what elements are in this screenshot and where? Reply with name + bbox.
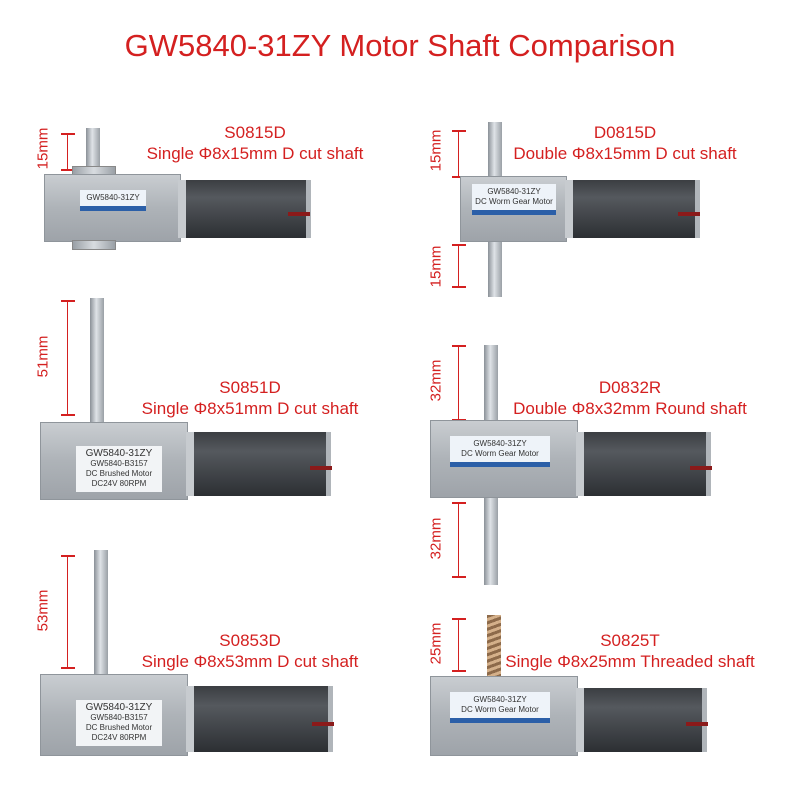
model-code: D0832R bbox=[598, 378, 662, 397]
flange bbox=[72, 240, 116, 250]
product-label: GW5840-31ZY DC Worm Gear Motor bbox=[450, 436, 550, 467]
label-line: GW5840-31ZY bbox=[85, 448, 153, 459]
dimension-line bbox=[61, 300, 75, 416]
product-label: GW5840-31ZY DC Worm Gear Motor bbox=[472, 184, 556, 215]
shaft-description: Single Φ8x15mm D cut shaft bbox=[146, 144, 364, 163]
model-code: S0851D bbox=[219, 378, 281, 397]
dimension-line bbox=[452, 502, 466, 578]
wire bbox=[310, 466, 332, 470]
shaft bbox=[94, 550, 108, 675]
wire bbox=[312, 722, 334, 726]
label-line: DC Worm Gear Motor bbox=[461, 449, 539, 458]
wire bbox=[686, 722, 708, 726]
panel-title: D0815D Double Φ8x15mm D cut shaft bbox=[500, 122, 750, 164]
label-line: GW5840-B3157 bbox=[90, 713, 148, 722]
wire bbox=[678, 212, 700, 216]
motor-body bbox=[186, 432, 331, 496]
panel-title: S0815D Single Φ8x15mm D cut shaft bbox=[130, 122, 380, 164]
dimension-label: 32mm bbox=[427, 359, 445, 402]
label-line: DC Worm Gear Motor bbox=[475, 197, 553, 206]
dimension-line bbox=[61, 555, 75, 669]
label-line: GW5840-31ZY bbox=[473, 439, 527, 448]
product-label: GW5840-31ZY bbox=[80, 190, 146, 211]
dimension-label: 51mm bbox=[34, 335, 52, 378]
dimension-line bbox=[452, 618, 466, 672]
dimension-label: 53mm bbox=[34, 589, 52, 632]
dimension-label: 25mm bbox=[427, 622, 445, 665]
dimension-line bbox=[452, 244, 466, 288]
product-label: GW5840-31ZY GW5840-B3157 DC Brushed Moto… bbox=[76, 446, 162, 492]
label-line: GW5840-31ZY bbox=[473, 695, 527, 704]
panel-title: S0825T Single Φ8x25mm Threaded shaft bbox=[505, 630, 755, 672]
model-code: S0815D bbox=[224, 123, 286, 142]
label-line: DC24V 80RPM bbox=[91, 479, 147, 488]
shaft bbox=[90, 298, 104, 423]
product-label: GW5840-31ZY GW5840-B3157 DC Brushed Moto… bbox=[76, 700, 162, 746]
motor-body bbox=[178, 180, 311, 238]
dimension-label: 15mm bbox=[427, 245, 445, 288]
dimension-line bbox=[61, 133, 75, 171]
product-label: GW5840-31ZY DC Worm Gear Motor bbox=[450, 692, 550, 723]
shaft-description: Double Φ8x32mm Round shaft bbox=[513, 399, 747, 418]
page-title: GW5840-31ZY Motor Shaft Comparison bbox=[124, 28, 676, 63]
label-line: GW5840-31ZY bbox=[487, 187, 541, 196]
motor-body bbox=[576, 432, 711, 496]
shaft bbox=[86, 128, 100, 173]
dimension-label: 15mm bbox=[427, 129, 445, 172]
panel-title: S0851D Single Φ8x51mm D cut shaft bbox=[125, 377, 375, 419]
shaft-description: Double Φ8x15mm D cut shaft bbox=[513, 144, 737, 163]
panel-title: S0853D Single Φ8x53mm D cut shaft bbox=[125, 630, 375, 672]
model-code: S0853D bbox=[219, 631, 281, 650]
shaft-description: Single Φ8x25mm Threaded shaft bbox=[505, 652, 755, 671]
label-line: GW5840-31ZY bbox=[85, 702, 153, 713]
dimension-label: 32mm bbox=[427, 517, 445, 560]
shaft-description: Single Φ8x51mm D cut shaft bbox=[141, 399, 359, 418]
panel-title: D0832R Double Φ8x32mm Round shaft bbox=[505, 377, 755, 419]
wire bbox=[690, 466, 712, 470]
model-code: S0825T bbox=[600, 631, 660, 650]
motor-body bbox=[576, 688, 707, 752]
dimension-label: 15mm bbox=[34, 127, 52, 170]
threaded-shaft bbox=[487, 615, 501, 677]
dimension-line bbox=[452, 130, 466, 178]
model-code: D0815D bbox=[593, 123, 657, 142]
label-line: DC Brushed Motor bbox=[85, 723, 153, 732]
dimension-line bbox=[452, 345, 466, 421]
motor-body bbox=[565, 180, 700, 238]
shaft-description: Single Φ8x53mm D cut shaft bbox=[141, 652, 359, 671]
motor-body bbox=[186, 686, 333, 752]
label-line: DC Worm Gear Motor bbox=[461, 705, 539, 714]
label-line: DC Brushed Motor bbox=[85, 469, 153, 478]
wire bbox=[288, 212, 310, 216]
label-line: GW5840-B3157 bbox=[90, 459, 148, 468]
label-line: DC24V 80RPM bbox=[91, 733, 147, 742]
